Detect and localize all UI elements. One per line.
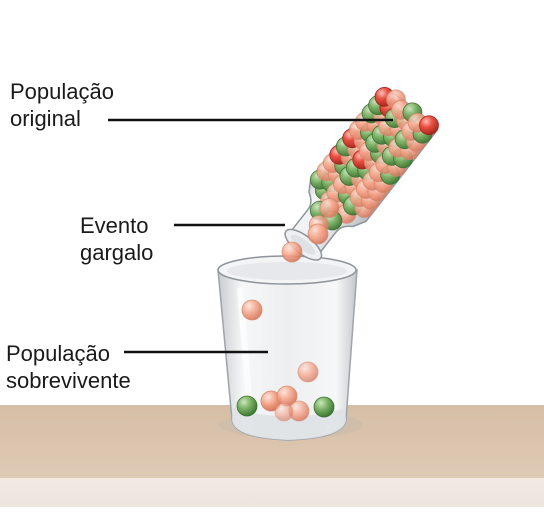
label-surviving-population: População sobrevivente (6, 340, 131, 394)
label-sobrevivente-line1: População (6, 341, 110, 366)
salmon-marble (307, 223, 329, 245)
label-bottleneck-event: Evento gargalo (80, 212, 153, 266)
original-population-group (308, 87, 439, 235)
label-original-line1: População (10, 79, 114, 104)
label-gargalo-line1: Evento (80, 213, 149, 238)
table-front (0, 478, 544, 507)
label-original-population: População original (10, 78, 114, 132)
surviving-population-group (236, 299, 335, 422)
salmon-marble (297, 361, 319, 383)
label-original-line2: original (10, 106, 81, 131)
label-sobrevivente-line2: sobrevivente (6, 368, 131, 393)
green-marble (236, 395, 258, 417)
salmon-marble (319, 198, 340, 218)
green-marble (313, 396, 335, 418)
salmon-marble (241, 299, 263, 321)
salmon-marble (281, 241, 303, 263)
bottleneck-event-group (281, 223, 329, 263)
label-gargalo-line2: gargalo (80, 240, 154, 265)
salmon-marble (274, 402, 294, 422)
red-marble (419, 115, 439, 136)
